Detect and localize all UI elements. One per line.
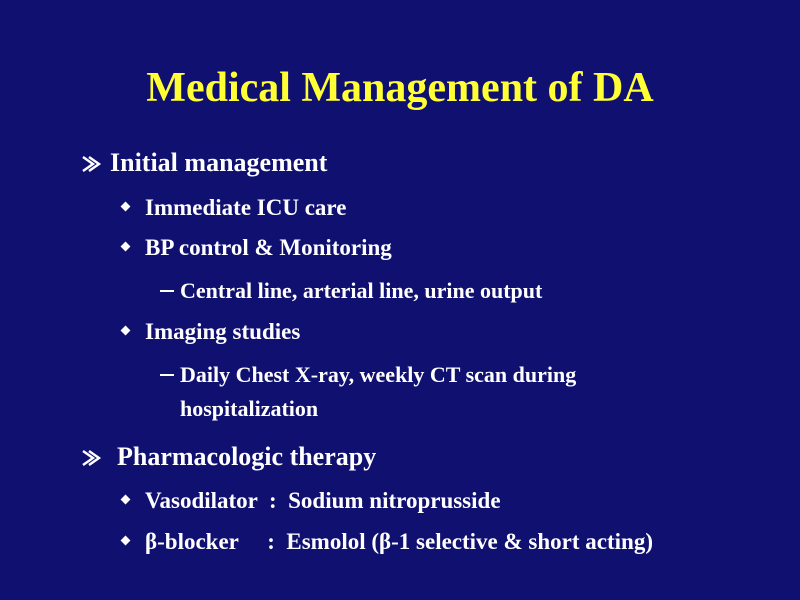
- list-item-label: Immediate ICU care: [145, 195, 347, 220]
- dash-bullet-icon: [160, 374, 174, 376]
- slide-title: Medical Management of DA: [146, 65, 654, 111]
- diamond-bullet-icon: [120, 241, 131, 252]
- arrow-bullet-icon: [82, 450, 102, 466]
- arrow-bullet-icon: [82, 156, 102, 172]
- section-heading-label: Initial management: [110, 148, 328, 177]
- sub-list-item-label-line2: hospitalization: [180, 396, 319, 421]
- list-item-label: BP control & Monitoring: [145, 235, 392, 260]
- diamond-bullet-icon: [120, 494, 131, 505]
- section-heading-label: Pharmacologic therapy: [117, 442, 377, 471]
- dash-bullet-icon: [160, 290, 174, 292]
- list-item-label: Imaging studies: [145, 319, 301, 344]
- diamond-bullet-icon: [120, 325, 131, 336]
- diamond-bullet-icon: [120, 535, 131, 546]
- diamond-bullet-icon: [120, 201, 131, 212]
- sub-list-item-label-line1: Daily Chest X-ray, weekly CT scan during: [180, 362, 577, 387]
- sub-list-item-label: Central line, arterial line, urine outpu…: [180, 278, 543, 303]
- list-item-label: β-blocker : Esmolol (β-1 selective & sho…: [145, 529, 653, 554]
- list-item-label: Vasodilator : Sodium nitroprusside: [145, 488, 501, 513]
